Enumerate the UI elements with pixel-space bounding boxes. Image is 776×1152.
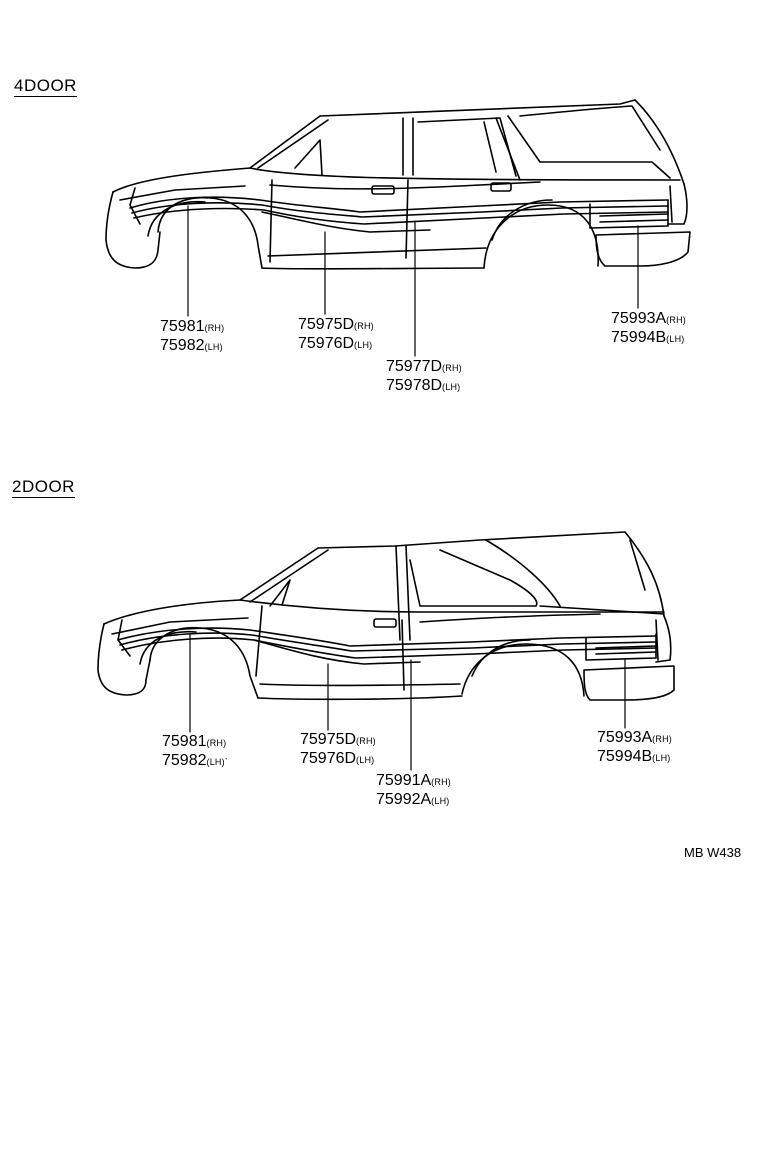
section-title-2door: 2DOOR bbox=[12, 477, 75, 498]
part-number: 75977D bbox=[386, 358, 443, 375]
side-suffix: (LH) bbox=[356, 755, 375, 765]
part-number: 75993A bbox=[611, 310, 667, 327]
side-suffix: (LH) bbox=[442, 382, 461, 392]
side-suffix: (RH) bbox=[652, 734, 672, 744]
callout-2door-front-fender-stripe: 75981(RH) 75982(LH)` bbox=[162, 733, 228, 771]
vehicle-4door-illustration bbox=[105, 99, 691, 270]
part-number: 75981 bbox=[162, 733, 207, 750]
side-suffix: (LH) bbox=[204, 342, 223, 352]
part-number: 75981 bbox=[160, 318, 205, 335]
side-suffix: (RH) bbox=[431, 777, 451, 787]
diagram-reference-code: MB W438 bbox=[684, 845, 742, 860]
side-suffix: (RH) bbox=[442, 363, 462, 373]
callout-4door-rear-door-stripe: 75977D(RH) 75978D(LH) bbox=[386, 358, 462, 396]
part-number: 75992A bbox=[376, 791, 432, 808]
side-suffix: (RH) bbox=[206, 738, 227, 748]
side-suffix: (LH) bbox=[652, 753, 671, 763]
part-number: 75991A bbox=[376, 772, 432, 789]
callout-2door-door-stripe: 75975D(RH) 75976D(LH) bbox=[300, 731, 376, 769]
vehicle-2door-illustration bbox=[97, 531, 675, 701]
leader-lines-2door bbox=[189, 633, 626, 771]
part-number: 75976D bbox=[300, 750, 357, 767]
part-number: 75976D bbox=[298, 335, 355, 352]
part-number: 75978D bbox=[386, 377, 443, 394]
side-suffix: (RH) bbox=[666, 315, 686, 325]
part-number: 75982 bbox=[160, 337, 205, 354]
part-number: 75975D bbox=[300, 731, 357, 748]
callout-2door-rear-side-stripe: 75991A(RH) 75992A(LH) bbox=[376, 772, 451, 810]
callout-2door-quarter-stripe: 75993A(RH) 75994B(LH) bbox=[597, 729, 672, 767]
side-suffix: (LH)` bbox=[206, 757, 228, 767]
side-suffix: (LH) bbox=[431, 796, 450, 806]
leader-lines-4door bbox=[187, 205, 639, 357]
side-suffix: (RH) bbox=[356, 736, 376, 746]
side-suffix: (LH) bbox=[354, 340, 373, 350]
part-number: 75975D bbox=[298, 316, 355, 333]
part-number: 75994B bbox=[611, 329, 667, 346]
part-number: 75993A bbox=[597, 729, 653, 746]
side-suffix: (RH) bbox=[204, 323, 225, 333]
callout-4door-front-fender-stripe: 75981(RH) 75982(LH) bbox=[160, 318, 224, 356]
part-number: 75994B bbox=[597, 748, 653, 765]
callout-4door-quarter-stripe: 75993A(RH) 75994B(LH) bbox=[611, 310, 686, 348]
side-suffix: (RH) bbox=[354, 321, 374, 331]
section-title-4door: 4DOOR bbox=[14, 76, 77, 97]
part-number: 75982 bbox=[162, 752, 207, 769]
callout-4door-front-door-stripe: 75975D(RH) 75976D(LH) bbox=[298, 316, 374, 354]
side-suffix: (LH) bbox=[666, 334, 685, 344]
